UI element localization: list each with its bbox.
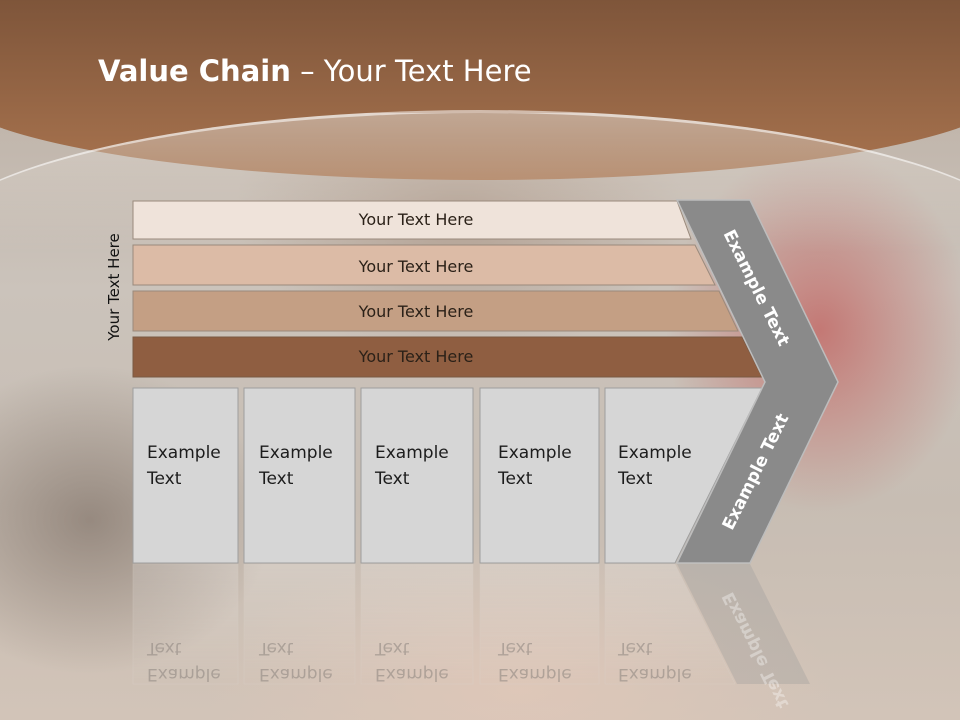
primary-cell-3-box	[360, 387, 474, 564]
reflection-cell-2-line1: Example	[259, 664, 333, 684]
slide-title[interactable]: Value Chain – Your Text Here	[98, 54, 532, 94]
support-bar-1-shape	[132, 200, 692, 240]
reflection-cell-2	[243, 563, 356, 685]
primary-cell-2-box	[243, 387, 356, 564]
primary-cell-1[interactable]: Example Text	[132, 387, 239, 564]
primary-cell-5[interactable]: Example Text	[604, 387, 763, 564]
reflection-cell-4	[479, 563, 600, 685]
primary-cell-2-line2: Text	[258, 469, 294, 489]
primary-cell-5-line1: Example	[618, 443, 692, 463]
primary-cell-4-line2: Text	[497, 469, 533, 489]
support-bar-3-label: Your Text Here	[358, 302, 474, 321]
reflection-cell-4-line2: Text	[497, 638, 533, 658]
reflection-cell-1-line1: Example	[147, 664, 221, 684]
support-bar-1[interactable]: Your Text Here	[132, 200, 692, 240]
diagram-reflection	[132, 563, 810, 685]
support-bar-3[interactable]: Your Text Here	[132, 290, 739, 332]
primary-cell-1-line1: Example	[147, 443, 221, 463]
reflection-cell-5-line2: Text	[617, 638, 653, 658]
reflection-cell-3-line1: Example	[375, 664, 449, 684]
primary-cell-3[interactable]: Example Text	[360, 387, 474, 564]
primary-cell-2[interactable]: Example Text	[243, 387, 356, 564]
margin-chevron-shape	[675, 199, 839, 564]
support-bar-2-label: Your Text Here	[358, 257, 474, 276]
primary-cell-2-line1: Example	[259, 443, 333, 463]
margin-chevron[interactable]: Example Text Example Text	[675, 199, 839, 564]
primary-cell-4[interactable]: Example Text	[479, 387, 600, 564]
reflection-cell-1	[132, 563, 239, 685]
primary-cell-5-line2: Text	[617, 469, 653, 489]
support-bar-4-label: Your Text Here	[358, 347, 474, 366]
primary-cell-1-box	[132, 387, 239, 564]
support-bar-1-label: Your Text Here	[358, 210, 474, 229]
support-bar-3-shape	[132, 290, 739, 332]
reflection-cell-3	[360, 563, 474, 685]
title-rest: – Your Text Here	[290, 54, 532, 88]
primary-cell-1-line2: Text	[146, 469, 182, 489]
primary-cell-4-box	[479, 387, 600, 564]
reflection-cell-5	[604, 563, 736, 685]
primary-cell-4-line1: Example	[498, 443, 572, 463]
reflection-cell-5-line1: Example	[618, 664, 692, 684]
title-bold: Value Chain	[98, 54, 291, 88]
reflection-cell-3-line2: Text	[374, 638, 410, 658]
support-bar-2[interactable]: Your Text Here	[132, 244, 716, 286]
primary-cell-3-line2: Text	[374, 469, 410, 489]
reflection-cell-2-line2: Text	[258, 638, 294, 658]
primary-cell-3-line1: Example	[375, 443, 449, 463]
reflection-cell-4-line1: Example	[498, 664, 572, 684]
support-bar-4[interactable]: Your Text Here	[132, 336, 763, 378]
support-bar-2-shape	[132, 244, 716, 286]
reflection-cell-1-line2: Text	[146, 638, 182, 658]
primary-cell-5-box	[604, 387, 763, 564]
reflection-chevron	[677, 564, 810, 684]
